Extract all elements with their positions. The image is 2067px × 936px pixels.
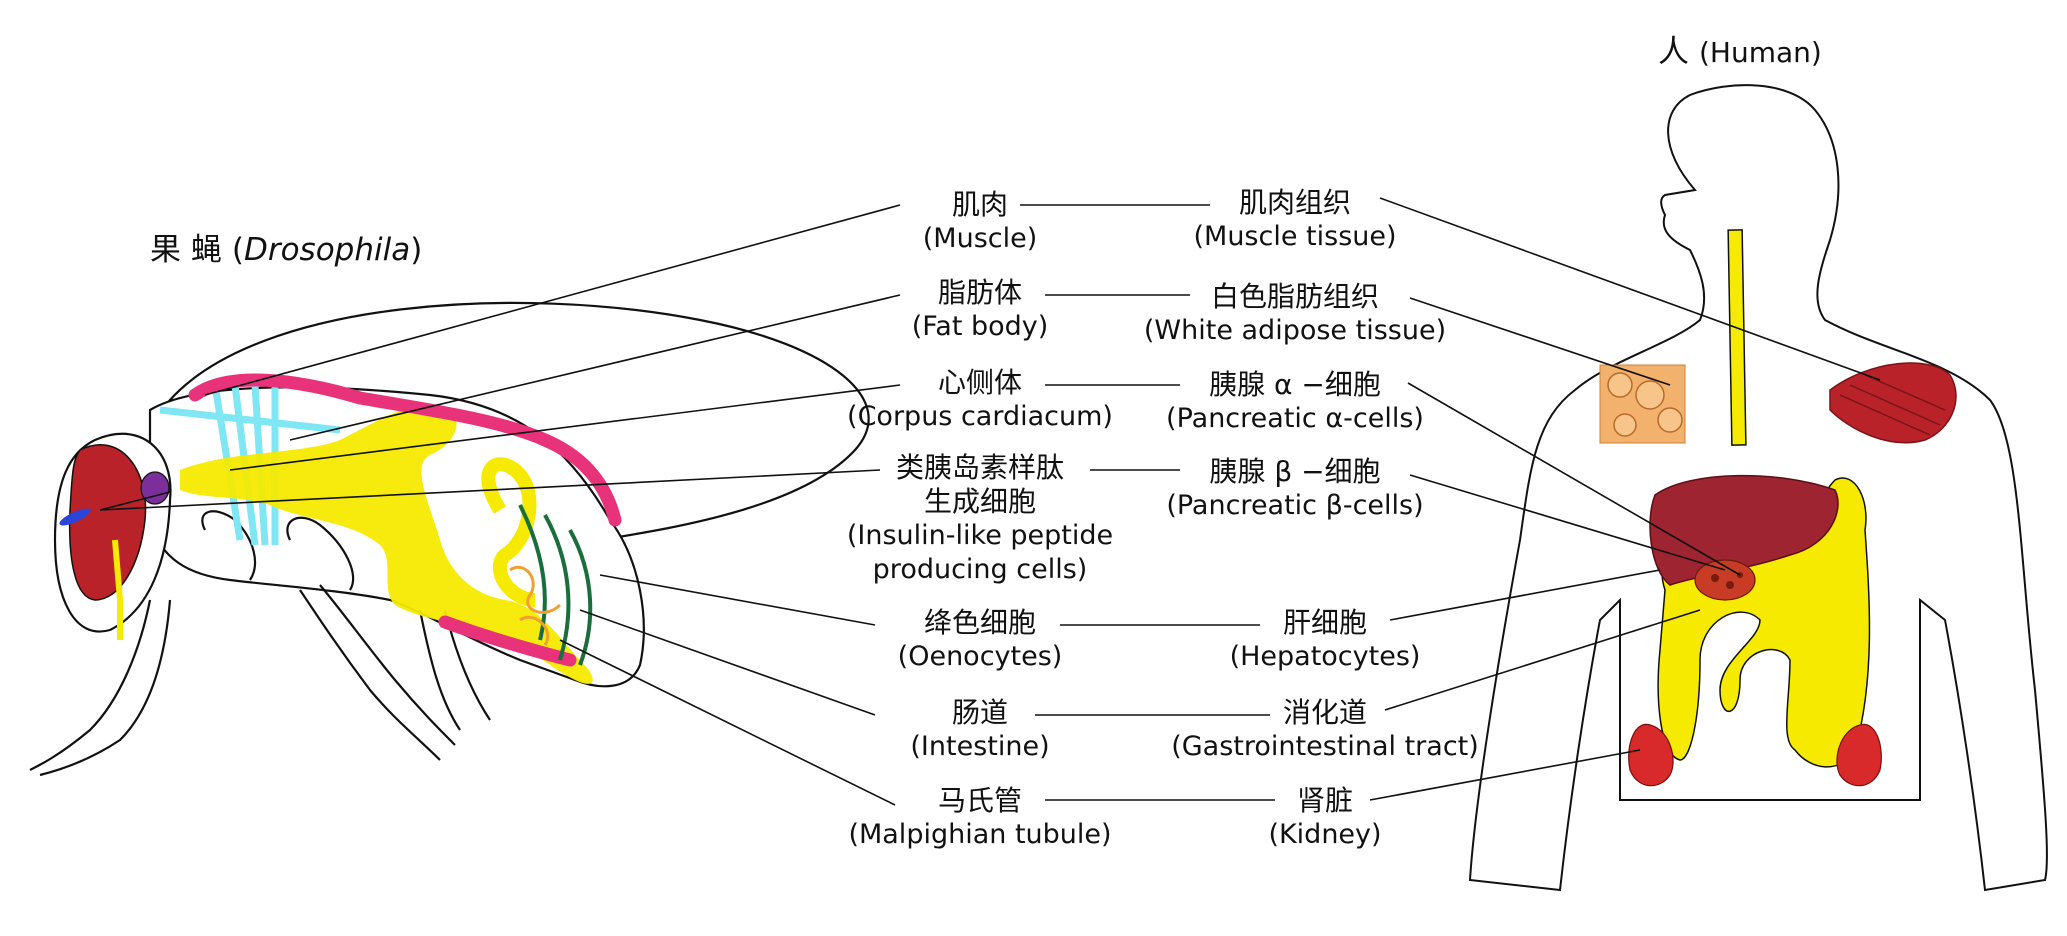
label-ipc-en2: producing cells) (872, 554, 1088, 585)
human-spine-bar (1727, 229, 1747, 446)
human-title-zh: 人 (1658, 34, 1689, 70)
label-muscle-zh: 肌肉 (951, 188, 1008, 221)
fly-leg-2b (319, 584, 456, 746)
label-fat-body: 脂肪体 (Fat body) (880, 276, 1080, 344)
label-ipc-en: (Insulin-like peptide (846, 520, 1114, 551)
label-white-adipose-zh: 白色脂肪组织 (1210, 280, 1379, 313)
insulin-producing-cells (140, 471, 170, 505)
label-muscle-tissue: 肌肉组织 (Muscle tissue) (1160, 186, 1430, 254)
label-corpus-cardiacum-zh: 心侧体 (937, 366, 1022, 399)
muscle-band-lower (438, 615, 577, 667)
label-insulin-producing-cells: 类胰岛素样肽 生成细胞 (Insulin-like peptide produc… (830, 451, 1130, 587)
label-hepatocytes: 肝细胞 (Hepatocytes) (1200, 606, 1450, 674)
label-oenocytes-en: (Oenocytes) (897, 641, 1063, 672)
label-beta-en: (Pancreatic β-cells) (1166, 490, 1424, 521)
label-kidney: 肾脏 (Kidney) (1230, 784, 1420, 852)
label-white-adipose-tissue: 白色脂肪组织 (White adipose tissue) (1130, 280, 1460, 348)
label-muscle-tissue-en: (Muscle tissue) (1193, 221, 1397, 252)
label-corpus-cardiacum-en: (Corpus cardiacum) (847, 401, 1113, 432)
label-ipc-zh: 类胰岛素样肽 (895, 451, 1064, 484)
label-kidney-en: (Kidney) (1268, 819, 1382, 850)
human-illustration (1468, 84, 2048, 892)
label-gi-tract-en: (Gastrointestinal tract) (1171, 731, 1479, 762)
fat-body-region (180, 404, 593, 684)
liver (1649, 474, 1839, 586)
label-oenocytes-zh: 绛色细胞 (923, 606, 1036, 639)
label-hepatocytes-zh: 肝细胞 (1282, 606, 1367, 639)
label-ipc-zh2: 生成细胞 (923, 485, 1036, 518)
label-muscle-en: (Muscle) (922, 223, 1038, 254)
label-gi-tract-zh: 消化道 (1282, 696, 1367, 729)
label-malpighian-tubule-zh: 马氏管 (937, 784, 1022, 817)
fly-nerve-cord (112, 539, 123, 640)
label-white-adipose-en: (White adipose tissue) (1143, 315, 1447, 346)
label-fat-body-zh: 脂肪体 (937, 276, 1022, 309)
label-intestine-en: (Intestine) (910, 731, 1050, 762)
label-intestine-zh: 肠道 (951, 696, 1008, 729)
fly-title-zh: 果 蝇 (150, 232, 222, 268)
connector-lines (99, 197, 1881, 806)
label-pancreatic-alpha-cells: 胰腺 α −细胞 (Pancreatic α-cells) (1150, 368, 1440, 436)
fly-brain (68, 444, 147, 601)
fly-title-open: ( (231, 232, 244, 268)
fly-title: 果 蝇(Drosophila) (150, 224, 422, 269)
label-fat-body-en: (Fat body) (911, 311, 1049, 342)
label-corpus-cardiacum: 心侧体 (Corpus cardiacum) (830, 366, 1130, 434)
label-pancreatic-beta-cells: 胰腺 β −细胞 (Pancreatic β-cells) (1150, 455, 1440, 523)
white-adipose-tissue-image (1599, 364, 1686, 444)
muscle-tissue-image (1829, 362, 1957, 444)
fly-title-close: ) (410, 232, 423, 268)
label-alpha-zh: 胰腺 α −细胞 (1209, 368, 1381, 401)
fly-leg-2 (299, 589, 441, 761)
label-muscle-tissue-zh: 肌肉组织 (1238, 186, 1351, 219)
human-title-en: (Human) (1699, 36, 1822, 69)
fly-leg-3 (418, 609, 461, 731)
corpus-cardiacum (59, 508, 91, 526)
pancreas (1694, 559, 1756, 601)
fly-leg-1b (39, 599, 172, 777)
fly-limb (286, 516, 355, 591)
intestine (481, 457, 537, 607)
label-alpha-en: (Pancreatic α-cells) (1166, 403, 1424, 434)
human-title: 人 (Human) (1658, 26, 1822, 71)
oenocytes (509, 566, 562, 646)
fly-leg-1 (29, 599, 152, 771)
kidneys (1628, 723, 1882, 787)
label-malpighian-tubule: 马氏管 (Malpighian tubule) (820, 784, 1140, 852)
label-oenocytes: 绛色细胞 (Oenocytes) (850, 606, 1110, 674)
label-kidney-zh: 肾脏 (1296, 784, 1353, 817)
label-gastrointestinal-tract: 消化道 (Gastrointestinal tract) (1150, 696, 1500, 764)
label-beta-zh: 胰腺 β −细胞 (1209, 455, 1381, 488)
label-muscle: 肌肉 (Muscle) (880, 188, 1080, 256)
label-intestine: 肠道 (Intestine) (850, 696, 1110, 764)
fruit-fly-illustration (29, 301, 870, 777)
label-malpighian-tubule-en: (Malpighian tubule) (848, 819, 1112, 850)
label-hepatocytes-en: (Hepatocytes) (1229, 641, 1421, 672)
fly-title-en: Drosophila (243, 232, 411, 268)
